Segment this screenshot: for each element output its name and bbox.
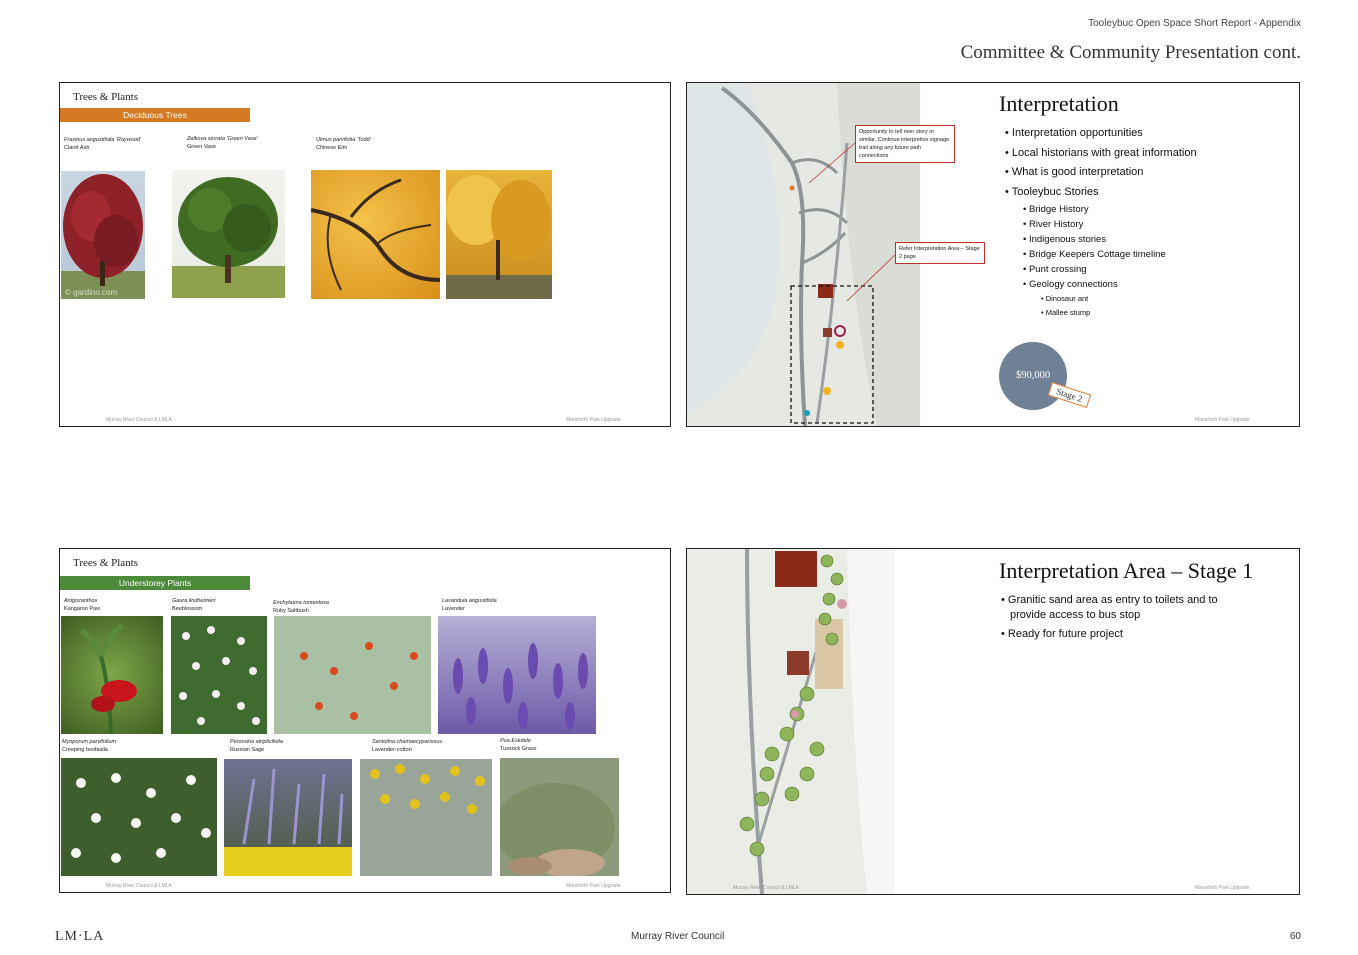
plant-caption: Ulmus parvifolia 'Todd'Chinese Elm bbox=[316, 137, 371, 151]
stage1-site-plan bbox=[687, 549, 895, 894]
slide-interpretation-stage1: Interpretation Area – Stage 1 • Granitic… bbox=[686, 548, 1300, 895]
slide-footer-right: Mansforth Park Upgrade bbox=[566, 417, 621, 423]
story-item: • Punt crossing bbox=[1023, 264, 1087, 275]
slide-title: Interpretation Area – Stage 1 bbox=[999, 558, 1254, 583]
ruby-saltbush-photo bbox=[274, 616, 431, 734]
report-title: Tooleybuc Open Space Short Report - Appe… bbox=[1088, 18, 1301, 29]
organization-name: Murray River Council bbox=[631, 931, 725, 942]
bullet-item: • What is good interpretation bbox=[1005, 166, 1144, 178]
geology-item: • Mallee stump bbox=[1041, 307, 1091, 317]
chinese-elm-branches-photo bbox=[311, 170, 440, 299]
story-item: • Indigenous stories bbox=[1023, 234, 1107, 245]
lavender-photo bbox=[438, 616, 596, 734]
slide-understorey-plants: Trees & Plants Understorey Plants Anigoz… bbox=[59, 548, 671, 893]
slide-title: Interpretation bbox=[999, 91, 1119, 116]
kangaroo-paw-photo bbox=[61, 616, 163, 734]
gaura-photo bbox=[171, 616, 267, 734]
section-banner: Understorey Plants bbox=[60, 576, 250, 590]
slide-footer-left: Murray River Council & LMLA bbox=[106, 417, 172, 423]
russian-sage-photo bbox=[224, 759, 352, 876]
tussock-grass-photo bbox=[500, 758, 619, 876]
watermark: © gardino.com bbox=[65, 288, 118, 297]
story-item: • Bridge Keepers Cottage timeline bbox=[1023, 249, 1166, 260]
slide-interpretation: Opportunity to tell river story or simil… bbox=[686, 82, 1300, 427]
slide-footer-right: Mansforth Park Upgrade bbox=[1195, 885, 1250, 891]
slide-heading: Trees & Plants bbox=[73, 91, 138, 103]
story-item: • Geology connections bbox=[1023, 279, 1118, 290]
bullet-item: • Tooleybuc Stories bbox=[1005, 185, 1099, 198]
interpretation-bullets: • Interpretation opportunities • Local h… bbox=[1005, 124, 1197, 319]
slide-footer-right: Mansforth Park Upgrade bbox=[1195, 417, 1250, 423]
bullet-item-continued: provide access to bus stop bbox=[1010, 609, 1141, 621]
claret-ash-photo: © gardino.com bbox=[61, 171, 145, 299]
slide-footer-left: Murray River Council & LMLA bbox=[733, 885, 799, 891]
section-banner: Deciduous Trees bbox=[60, 108, 250, 122]
creeping-boobialla-photo bbox=[61, 758, 217, 876]
callout-river-story: Opportunity to tell river story or simil… bbox=[855, 125, 955, 163]
bullet-item: • Interpretation opportunities bbox=[1005, 127, 1143, 139]
geology-item: • Dinosaur ant bbox=[1041, 294, 1089, 303]
slide-deciduous-trees: Trees & Plants Deciduous Trees Fraxinus … bbox=[59, 82, 671, 427]
bullet-item: • Local historians with great informatio… bbox=[1005, 146, 1197, 159]
bullet-item: • Ready for future project bbox=[1001, 628, 1123, 640]
slide-heading: Trees & Plants bbox=[73, 557, 138, 569]
lavender-cotton-photo bbox=[360, 759, 492, 876]
story-item: • River History bbox=[1023, 219, 1084, 230]
section-title: Committee & Community Presentation cont. bbox=[960, 42, 1301, 63]
story-item: • Bridge History bbox=[1023, 204, 1089, 215]
cost-circle: $90,000 bbox=[999, 342, 1067, 410]
page-number: 60 bbox=[1289, 931, 1301, 942]
bullet-item: • Granitic sand area as entry to toilets… bbox=[1001, 594, 1218, 606]
slide-footer-left: Murray River Council & LMLA bbox=[106, 883, 172, 889]
chinese-elm-tree-photo bbox=[446, 170, 552, 299]
stage-tag: Stage 2 bbox=[1047, 382, 1091, 408]
callout-stage2: Refer Interpretation Area – Stage 2 page bbox=[895, 242, 985, 264]
lmla-logo: LM·LA bbox=[55, 929, 105, 944]
zelkova-photo bbox=[172, 170, 285, 298]
plant-caption: Zelkova serrata 'Green Vase'Green Vase bbox=[187, 136, 258, 150]
stage1-bullets: • Granitic sand area as entry to toilets… bbox=[1001, 593, 1218, 642]
plant-caption: Fraxinus angustifolia 'Raywood'Claret As… bbox=[64, 137, 141, 151]
slide-footer-right: Mansforth Park Upgrade bbox=[566, 883, 621, 889]
